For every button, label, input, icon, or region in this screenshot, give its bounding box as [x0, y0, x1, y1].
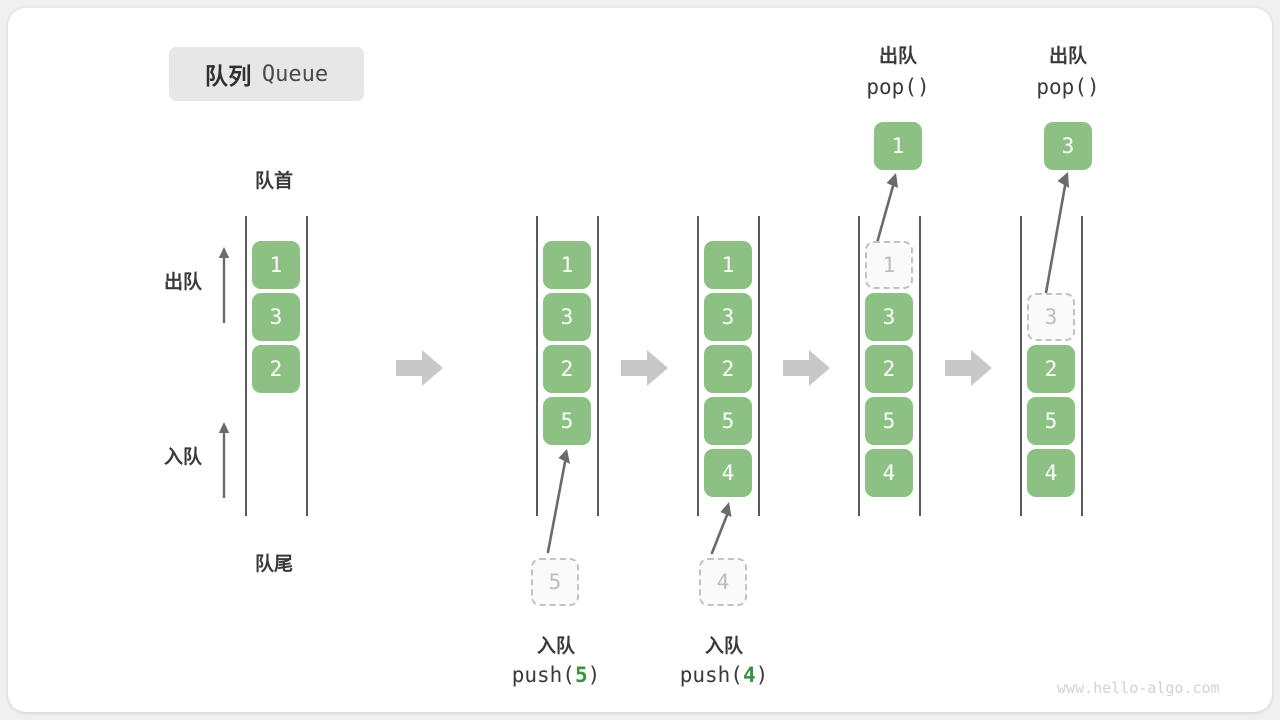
stage-3-caption-code: push(4)	[664, 663, 784, 687]
rail-right-stage-4	[919, 216, 921, 516]
push-arrow-icon	[694, 497, 754, 557]
push-arrow-icon	[526, 444, 586, 556]
dequeue-arrow-icon	[216, 245, 232, 323]
queue-cell: 1	[543, 241, 591, 289]
enqueue-arrow-icon	[216, 420, 232, 498]
queue-cell: 2	[865, 345, 913, 393]
queue-cell: 3	[704, 293, 752, 341]
rail-left-stage-2	[536, 216, 538, 516]
queue-cell: 3	[252, 293, 300, 341]
rail-right-stage-1	[306, 216, 308, 516]
queue-cell: 2	[252, 345, 300, 393]
title-cn: 队列	[204, 63, 252, 89]
code-suffix: )	[755, 663, 769, 687]
queue-cell: 2	[704, 345, 752, 393]
watermark: www.hello-algo.com	[1057, 679, 1220, 697]
rail-right-stage-5	[1081, 216, 1083, 516]
stage-2-caption-code: push(5)	[496, 663, 616, 687]
code-suffix: )	[587, 663, 601, 687]
queue-cell: 3	[543, 293, 591, 341]
stage-5-caption-code: pop()	[1036, 75, 1100, 99]
queue-cell-new: 5	[543, 397, 591, 445]
queue-cell: 5	[704, 397, 752, 445]
code-prefix: push(	[511, 663, 575, 687]
rail-left-stage-5	[1020, 216, 1022, 516]
incoming-ghost-cell: 5	[531, 558, 579, 606]
queue-cell: 5	[865, 397, 913, 445]
rail-right-stage-3	[758, 216, 760, 516]
queue-cell: 4	[865, 449, 913, 497]
pop-arrow-icon	[853, 168, 923, 253]
rail-left-stage-1	[245, 216, 247, 516]
code-arg: 4	[742, 663, 756, 687]
rail-left-stage-3	[697, 216, 699, 516]
queue-cell: 2	[1027, 345, 1075, 393]
front-label: 队首	[254, 171, 293, 192]
step-arrow-icon	[396, 348, 444, 388]
rail-right-stage-2	[597, 216, 599, 516]
rail-left-stage-4	[858, 216, 860, 516]
queue-cell: 5	[1027, 397, 1075, 445]
queue-cell-removed: 3	[1027, 293, 1075, 341]
stage-4-caption-code: pop()	[866, 75, 930, 99]
queue-cell: 2	[543, 345, 591, 393]
stage-3-caption-cn: 入队	[704, 636, 743, 657]
title-en: Queue	[261, 61, 329, 87]
diagram-canvas: 队列 Queue 队首 队尾 出队 入队 1 3 2 1 3 2 5	[8, 8, 1272, 712]
stage-2-caption-cn: 入队	[536, 636, 575, 657]
step-arrow-icon	[783, 348, 831, 388]
code-prefix: push(	[679, 663, 743, 687]
enqueue-label: 入队	[163, 447, 202, 468]
popped-cell: 1	[874, 122, 922, 170]
popped-cell: 3	[1044, 122, 1092, 170]
step-arrow-icon	[945, 348, 993, 388]
queue-cell: 3	[865, 293, 913, 341]
stage-4-caption-cn: 出队	[878, 46, 917, 67]
stage-5-caption-cn: 出队	[1048, 46, 1087, 67]
rear-label: 队尾	[254, 554, 293, 575]
queue-cell: 1	[704, 241, 752, 289]
title-badge: 队列 Queue	[169, 47, 364, 101]
queue-cell-new: 4	[704, 449, 752, 497]
pop-arrow-icon	[1018, 168, 1098, 308]
dequeue-label: 出队	[163, 272, 202, 293]
code-arg: 5	[574, 663, 588, 687]
queue-cell: 1	[252, 241, 300, 289]
step-arrow-icon	[621, 348, 669, 388]
queue-cell: 4	[1027, 449, 1075, 497]
queue-cell-removed: 1	[865, 241, 913, 289]
incoming-ghost-cell: 4	[699, 558, 747, 606]
